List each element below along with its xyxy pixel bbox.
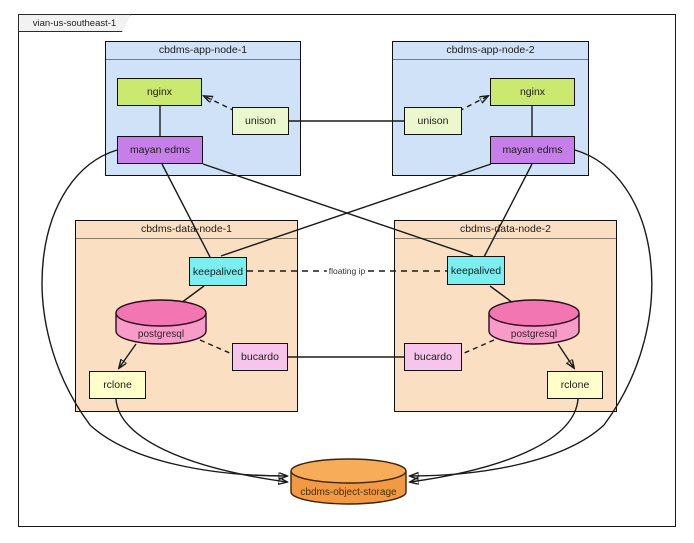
nginx-2-label: nginx: [519, 86, 546, 98]
object-storage-cylinder[interactable]: cbdms-object-storage: [290, 458, 407, 505]
keepalived-2-label: keepalived: [450, 264, 502, 277]
object-storage-label: cbdms-object-storage: [300, 487, 397, 498]
keepalived-2-box[interactable]: keepalived: [447, 256, 505, 285]
mayan-edms-2-label: mayan edms: [502, 144, 563, 156]
nginx-2-box[interactable]: nginx: [490, 78, 575, 106]
bucardo-2-label: bucardo: [414, 351, 452, 363]
bucardo-1-box[interactable]: bucardo: [232, 343, 288, 371]
group-app-node-1-title: cbdms-app-node-1: [106, 42, 300, 60]
mayan-edms-2-box[interactable]: mayan edms: [490, 136, 575, 164]
postgresql-1-cylinder[interactable]: postgresql: [115, 299, 207, 345]
unison-2-box[interactable]: unison: [404, 107, 462, 135]
rclone-2-box[interactable]: rclone: [547, 371, 603, 399]
group-app-node-2-title: cbdms-app-node-2: [393, 42, 588, 60]
floating-ip-label: floating ip: [326, 266, 368, 276]
unison-2-label: unison: [417, 115, 449, 127]
mayan-edms-1-box[interactable]: mayan edms: [117, 136, 203, 164]
rclone-1-box[interactable]: rclone: [89, 371, 146, 399]
rclone-1-label: rclone: [103, 379, 132, 391]
postgresql-2-cylinder[interactable]: postgresql: [488, 299, 580, 345]
unison-1-label: unison: [245, 115, 276, 127]
unison-1-box[interactable]: unison: [232, 107, 289, 135]
postgresql-1-label: postgresql: [137, 329, 185, 340]
mayan-edms-1-label: mayan edms: [129, 144, 191, 156]
region-label-text: vian-us-southeast-1: [32, 17, 117, 29]
nginx-1-box[interactable]: nginx: [117, 78, 202, 106]
bucardo-2-box[interactable]: bucardo: [404, 343, 462, 371]
keepalived-1-label: keepalived: [192, 265, 244, 278]
keepalived-1-box[interactable]: keepalived: [189, 257, 247, 286]
postgresql-2-label: postgresql: [510, 329, 558, 340]
group-data-node-2-title: cbdms-data-node-2: [395, 221, 616, 239]
rclone-2-label: rclone: [560, 379, 590, 391]
group-data-node-1-title: cbdms-data-node-1: [76, 221, 297, 239]
bucardo-1-label: bucardo: [241, 351, 279, 363]
nginx-1-label: nginx: [146, 86, 173, 98]
region-label: vian-us-southeast-1: [18, 14, 131, 32]
